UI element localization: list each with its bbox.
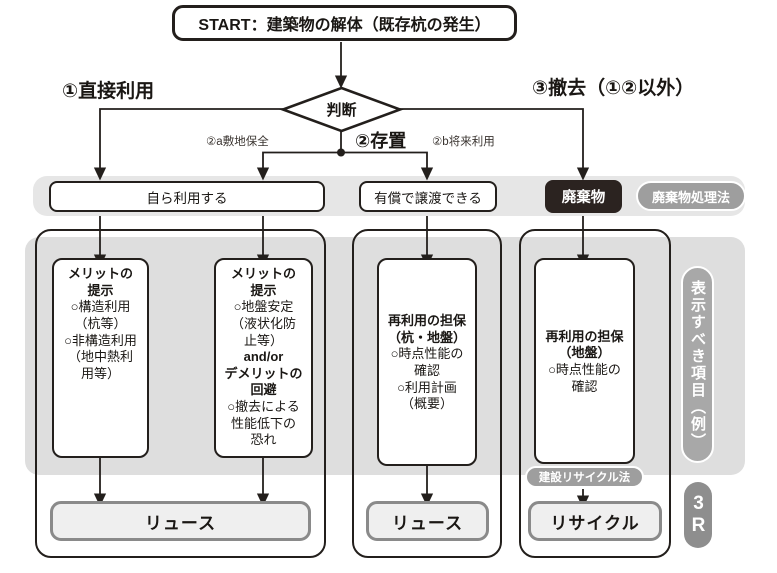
detail-line: ○地盤安定	[233, 299, 294, 315]
detail-box-reuse-pile-ground: 再利用の担保（杭・地盤）○時点性能の確認○利用計画（概要）	[377, 258, 477, 466]
detail-line: ○時点性能の	[548, 362, 621, 377]
detail-line: ○構造利用	[70, 299, 131, 315]
detail-line: （杭等）	[74, 315, 127, 331]
detail-line: 確認	[571, 378, 598, 394]
start-box: START：建築物の解体（既存杭の発生）	[172, 5, 517, 41]
detail-line: ○時点性能の	[390, 346, 464, 362]
branch-label-future-use: ②b将来利用	[432, 136, 495, 148]
detail-line: デメリットの	[224, 365, 303, 381]
detail-line: （液状化防	[230, 315, 296, 331]
detail-line: ○利用計画	[397, 379, 457, 395]
detail-line: メリットの	[230, 266, 296, 281]
detail-lines: メリットの提示○構造利用（杭等）○非構造利用（地中熱利用等）	[58, 266, 143, 382]
result-box-reuse-1: リュース	[50, 501, 311, 541]
badge-waste-law: 廃棄物処理法	[636, 181, 746, 211]
result-box-recycle: リサイクル	[528, 501, 662, 541]
detail-line: 止等）	[243, 332, 283, 348]
detail-line: 再利用の担保	[387, 313, 466, 329]
detail-line: （地盤）	[558, 345, 611, 361]
detail-line: 確認	[413, 363, 440, 378]
middle-box-waste: 廃棄物	[545, 180, 622, 213]
detail-line: 恐れ	[250, 432, 277, 448]
detail-line: 性能低下の	[230, 415, 296, 431]
detail-line: （杭・地盤）	[387, 329, 466, 345]
side-label-display-items: 表示すべき項目（例）	[681, 266, 714, 463]
group-container-direct-use	[35, 229, 326, 558]
branch-label-site-preservation: ②a敷地保全	[206, 136, 269, 148]
branch-label-direct-use: ①直接利用	[62, 81, 155, 102]
detail-line: 回避	[250, 382, 277, 398]
group-container-leave	[352, 229, 502, 558]
decision-diamond-label: 判断	[326, 101, 357, 119]
branch-label-leave: ②存置	[355, 131, 407, 151]
detail-box-merit-structural: メリットの提示○構造利用（杭等）○非構造利用（地中熱利用等）	[52, 258, 149, 458]
badge-construction-recycle-law: 建設リサイクル法	[525, 466, 644, 488]
detail-box-reuse-ground: 再利用の担保（地盤）○時点性能の確認	[534, 258, 635, 464]
middle-box-self-use: 自ら利用する	[49, 181, 325, 212]
start-label: START：建築物の解体（既存杭の発生）	[198, 17, 491, 34]
detail-lines: 再利用の担保（杭・地盤）○時点性能の確認○利用計画（概要）	[383, 313, 471, 413]
detail-line: and/or	[243, 349, 284, 365]
middle-box-paid-transfer: 有償で譲渡できる	[359, 181, 497, 212]
detail-line: （概要）	[400, 396, 453, 412]
branch-label-removal: ③撤去（①②以外）	[532, 78, 695, 99]
detail-line: 提示	[87, 282, 114, 298]
result-box-reuse-2: リュース	[366, 501, 489, 541]
detail-line: 提示	[250, 282, 277, 298]
detail-line: 用等）	[80, 365, 120, 381]
detail-line: メリットの	[67, 266, 133, 281]
detail-line: ○撤去による	[227, 399, 300, 414]
side-label-3r: 3R	[684, 482, 712, 548]
detail-line: 再利用の担保	[545, 328, 624, 344]
detail-line: ○非構造利用	[64, 332, 137, 348]
group-container-removal	[519, 229, 671, 558]
detail-line: （地中熱利	[67, 349, 133, 365]
detail-lines: 再利用の担保（地盤）○時点性能の確認	[540, 329, 629, 396]
